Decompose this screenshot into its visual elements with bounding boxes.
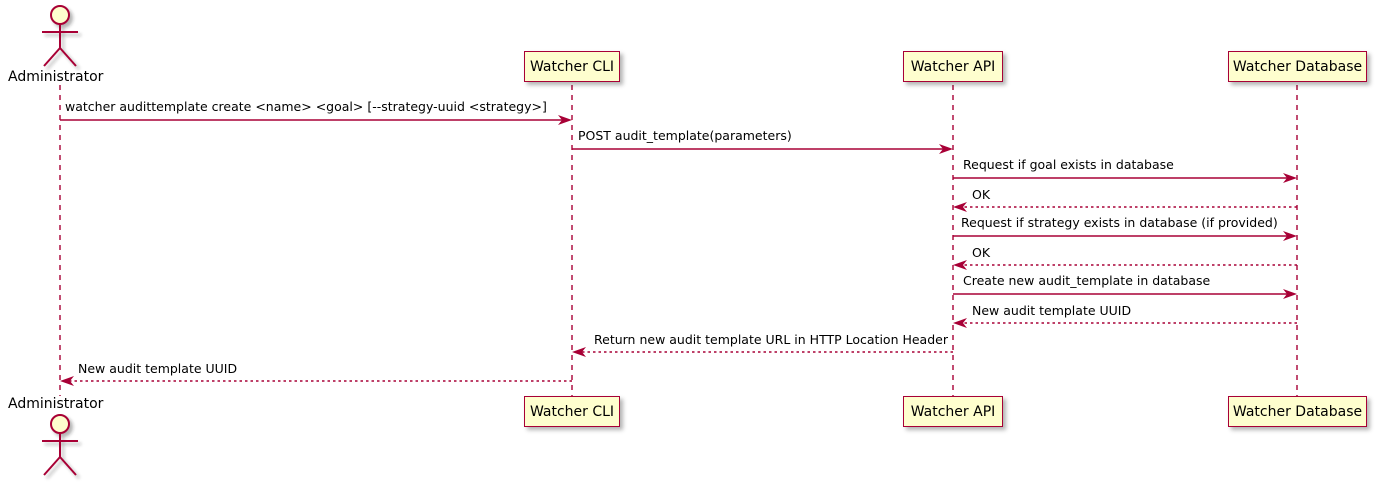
message-label-3: Request if goal exists in database [963,157,1174,172]
message-arrow-8 [953,318,1297,328]
message-arrow-9 [572,347,953,357]
message-arrow-1 [60,115,572,125]
message-arrow-7 [953,289,1297,299]
message-label-7: Create new audit_template in database [963,273,1211,288]
message-label-9: Return new audit template URL in HTTP Lo… [594,332,948,347]
message-label-10: New audit template UUID [78,361,238,376]
participant-box-watcher-api-top[interactable]: Watcher API [903,51,1003,82]
message-label-2: POST audit_template(parameters) [578,128,792,143]
message-arrow-6 [953,260,1297,270]
participant-box-watcher-database-bottom[interactable]: Watcher Database [1228,396,1367,427]
lifelines [59,85,1298,396]
message-label-5: Request if strategy exists in database (… [961,215,1278,230]
message-label-1: watcher audittemplate create <name> <goa… [65,99,547,114]
participant-box-watcher-cli-top[interactable]: Watcher CLI [524,51,620,82]
participant-box-watcher-database-top[interactable]: Watcher Database [1228,51,1367,82]
message-arrow-3 [953,173,1297,183]
message-arrow-4 [953,202,1297,212]
actor-administrator-bottom [42,414,78,476]
message-label-4: OK [972,187,991,202]
message-arrow-10 [60,376,572,386]
actor-label-administrator-bottom: Administrator [8,396,104,412]
message-label-6: OK [972,245,991,260]
message-arrow-2 [572,144,953,154]
actor-administrator-top [42,5,78,67]
actor-label-administrator-top: Administrator [8,69,104,85]
message-arrows [60,115,1297,386]
participant-box-watcher-cli-bottom[interactable]: Watcher CLI [524,396,620,427]
message-label-8: New audit template UUID [972,303,1132,318]
message-arrow-5 [953,231,1297,241]
participant-box-watcher-api-bottom[interactable]: Watcher API [903,396,1003,427]
